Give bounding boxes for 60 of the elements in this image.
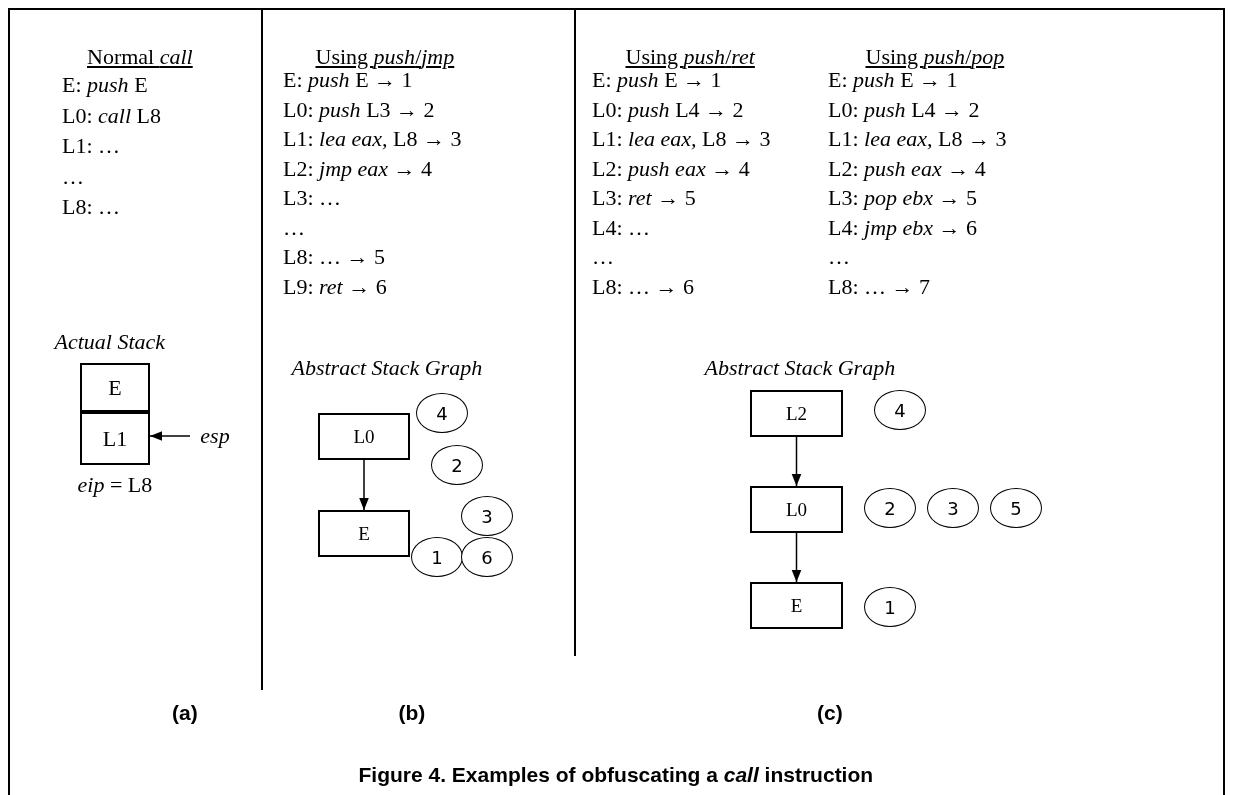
code-line: L1: … [62,133,121,159]
panel-label: (c) [817,700,843,726]
code-line: L0: push L4 → 2 [592,96,744,123]
step-circle: 2 [431,445,483,485]
code-line: L8: … → 6 [592,273,695,300]
code-line: L1: lea eax, L8 → 3 [828,126,1007,152]
code-line: L8: … → 7 [828,273,931,300]
panel-label: (a) [172,700,198,726]
step-circle: 1 [864,587,916,627]
stack-title: Abstract Stack Graph [704,355,896,381]
stack-node-box: L0 [318,413,410,460]
arrow [149,431,191,441]
column-heading: Using push/ret [625,44,755,70]
arrow [359,459,369,511]
step-circle: 4 [416,393,468,433]
code-line: L2: jmp eax → 4 [283,155,433,182]
step-circle: 3 [927,488,979,528]
step-circle: 6 [461,537,513,577]
code-line: L0: call L8 [62,102,161,129]
stack-node-box: L0 [750,486,843,533]
step-circle: 2 [864,488,916,528]
stack-cell: L1 [80,412,150,465]
stack-title: Abstract Stack Graph [291,355,483,381]
column-heading: Normal call [87,44,193,70]
code-line: L2: push eax → 4 [828,155,986,182]
code-line: L1: lea eax, L8 → 3 [283,126,462,152]
stack-title: Actual Stack [54,329,166,355]
stack-node-box: L2 [750,390,843,437]
stack-node-box: E [318,510,410,557]
panel-label: (b) [398,700,426,726]
step-circle: 5 [990,488,1042,528]
register-note: eip = L8 [77,472,153,498]
code-line: L3: ret → 5 [592,185,696,211]
code-line: L0: push L3 → 2 [283,96,435,123]
step-circle: 4 [874,390,926,430]
arrow [791,532,802,583]
code-line: E: push E [62,72,148,98]
code-line: L1: lea eax, L8 → 3 [592,126,771,152]
code-line: … [283,214,305,241]
step-circle: 1 [411,537,463,577]
code-line: … [62,163,84,190]
code-line: L9: ret → 6 [283,273,387,300]
code-line: L4: jmp ebx → 6 [828,214,978,241]
column-heading: Using push/jmp [315,44,455,70]
code-line: L3: pop ebx → 5 [828,185,978,211]
code-line: L8: … → 5 [283,244,386,270]
arrow [791,436,802,487]
pointer-label: esp [190,423,240,449]
code-line: L8: … [62,194,121,220]
code-line: … [828,244,850,270]
column-heading: Using push/pop [865,44,1005,70]
code-line: L0: push L4 → 2 [828,96,980,123]
stack-cell: E [80,363,150,412]
figure-caption: Figure 4. Examples of obfuscating a call instruction [358,762,874,788]
code-line: … [592,244,614,270]
stack-node-box: E [750,582,843,629]
step-circle: 3 [461,496,513,536]
code-line: L2: push eax → 4 [592,155,750,182]
code-line: L3: … [283,185,342,211]
code-line: L4: … [592,214,651,241]
